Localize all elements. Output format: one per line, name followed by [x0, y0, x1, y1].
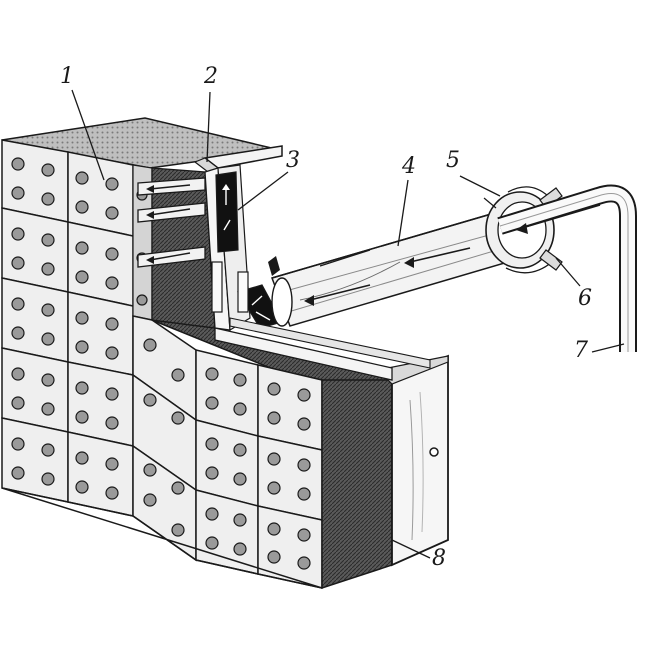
callout-leaders — [71, 89, 625, 559]
callout-1: 1 — [60, 64, 74, 89]
callout-2: 2 — [204, 64, 218, 89]
supply-pipe — [497, 184, 637, 352]
callout-7: 7 — [574, 338, 588, 363]
callout-5: 5 — [446, 148, 460, 173]
inlet-pipes — [137, 177, 206, 268]
callout-3: 3 — [286, 148, 300, 173]
callout-6: 6 — [578, 286, 592, 311]
riser-pipe — [237, 271, 249, 313]
block-holes — [11, 157, 311, 570]
burner-tube — [268, 211, 509, 327]
distributor-chamber — [215, 171, 239, 253]
insulation-layer — [321, 379, 393, 590]
callout-4: 4 — [402, 154, 416, 179]
callout-8: 8 — [432, 546, 446, 571]
steel-casing-plate — [391, 354, 449, 567]
